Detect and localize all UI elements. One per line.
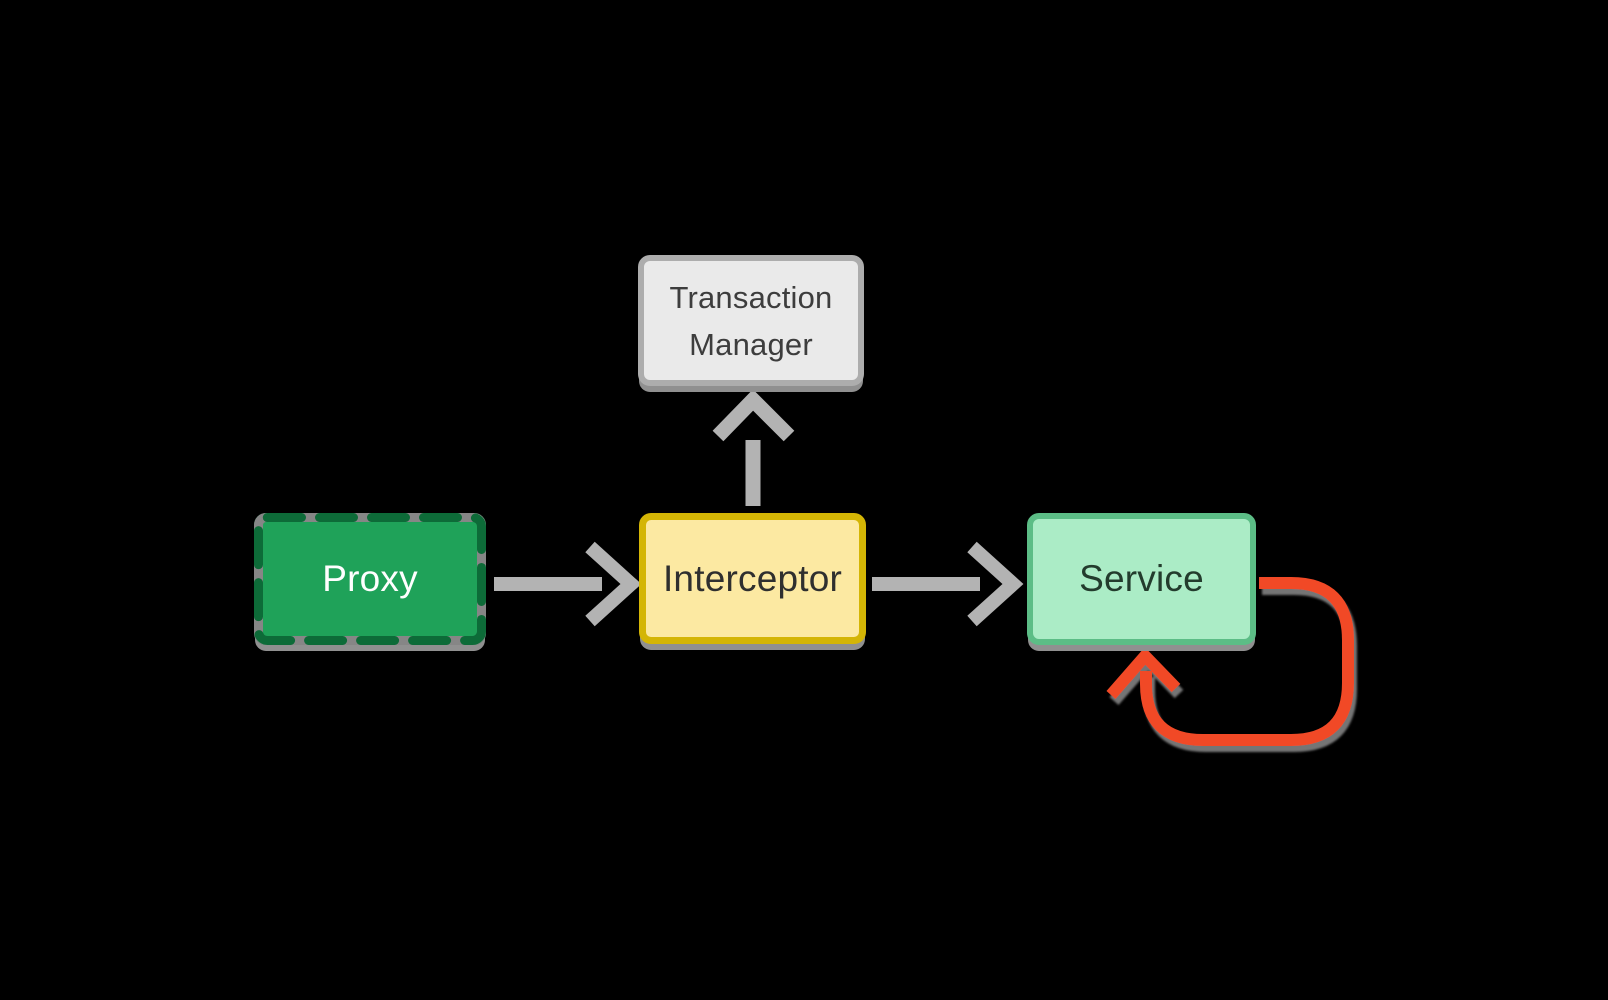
node-label-proxy: Proxy bbox=[322, 558, 418, 599]
node-interceptor: Interceptor bbox=[639, 513, 866, 644]
node-service: Service bbox=[1027, 513, 1256, 645]
arrowhead-right-icon bbox=[967, 541, 1024, 627]
node-label-interceptor: Interceptor bbox=[662, 557, 843, 599]
loop-arrow-shaft bbox=[1140, 577, 1354, 746]
dashed-border-icon bbox=[254, 513, 486, 645]
arrowhead-right-icon bbox=[585, 541, 642, 627]
node-transaction-manager: Transaction Manager bbox=[638, 255, 864, 386]
loop-arrowhead-up-icon bbox=[1106, 647, 1181, 699]
arrowhead-up-icon bbox=[712, 389, 795, 442]
node-proxy: Proxy bbox=[254, 513, 486, 645]
arrow-proxy-to-interceptor bbox=[494, 541, 642, 627]
arrow-service-self-loop bbox=[1106, 577, 1354, 746]
node-label-service: Service bbox=[1079, 558, 1204, 599]
arrow-interceptor-to-service bbox=[872, 541, 1024, 627]
node-label-transaction-manager: Transaction Manager bbox=[669, 279, 833, 362]
arrow-interceptor-to-transaction-manager bbox=[712, 389, 795, 506]
